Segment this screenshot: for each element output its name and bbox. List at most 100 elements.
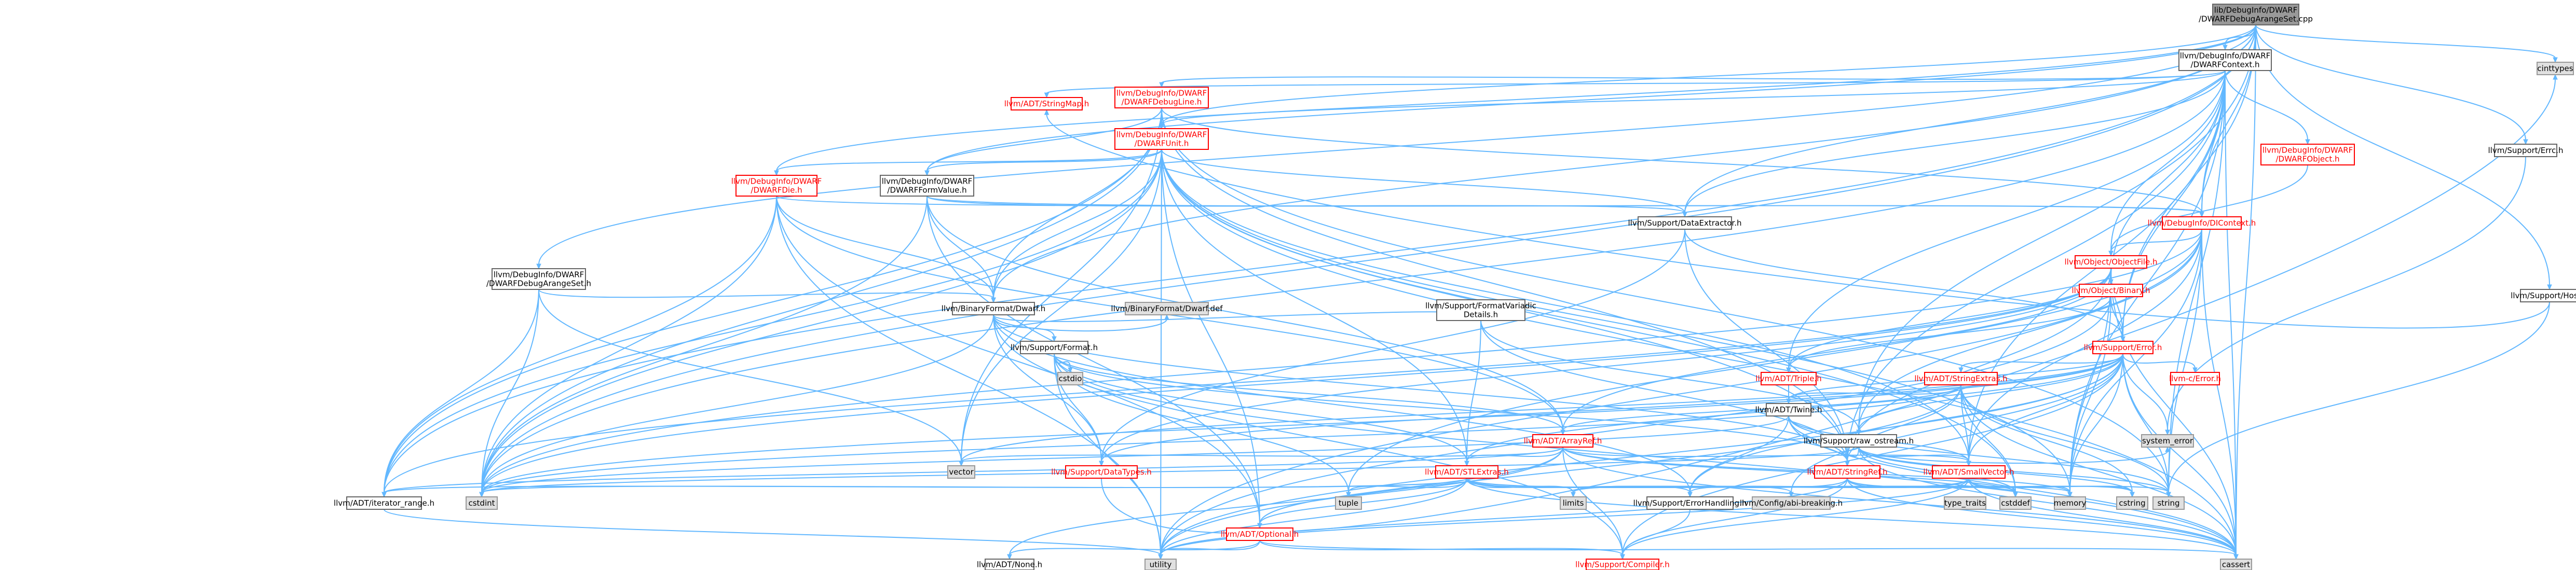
node-dicontext[interactable]: llvm/DebugInfo/DIContext.h	[2148, 216, 2256, 230]
edge-objectbinary-to-utility	[1160, 296, 2111, 555]
edge-dwarfdie-to-iteratorrange	[384, 196, 777, 493]
edge-dwarfcontext-to-dwarfobject	[2225, 70, 2308, 141]
node-cstddef: cstddef	[1999, 496, 2032, 510]
node-supporthost[interactable]: llvm/Support/Host.h	[2511, 289, 2576, 302]
node-stringmap[interactable]: llvm/ADT/StringMap.h	[1004, 97, 1089, 110]
edge-smallvector-to-utility	[1160, 478, 1969, 555]
node-label: cstring	[2119, 498, 2145, 508]
edge-dwarfunit-to-utility	[1160, 149, 1162, 555]
node-arangeseth[interactable]: llvm/DebugInfo/DWARF/DWARFDebugArangeSet…	[486, 268, 591, 290]
node-dataextractor[interactable]: llvm/Support/DataExtractor.h	[1628, 216, 1742, 230]
edge-root-to-supporterror	[2255, 24, 2526, 141]
node-none[interactable]: llvm/ADT/None.h	[977, 559, 1042, 570]
node-datatypes[interactable]: llvm/Support/DataTypes.h	[1051, 465, 1152, 479]
node-box	[2162, 216, 2242, 230]
edge-arrowhead	[1044, 92, 1050, 99]
node-label: /DWARFDebugArangeSet.h	[486, 279, 591, 288]
node-triple[interactable]: llvm/ADT/Triple.h	[1755, 372, 1822, 385]
edge-smallvector-to-cstring	[1968, 478, 2133, 493]
node-dwarfobject[interactable]: llvm/DebugInfo/DWARF/DWARFObject.h	[2260, 144, 2355, 165]
edge-arrowhead	[2233, 554, 2239, 560]
edge-arrowhead	[2165, 446, 2170, 452]
node-rawostream[interactable]: llvm/Support/raw_ostream.h	[1804, 434, 1914, 448]
edge-supportformat-to-arrayref	[1054, 353, 1563, 431]
edge-supporterror2-to-systemerror	[2122, 353, 2168, 431]
node-objectfile[interactable]: llvm/Object/ObjectFile.h	[2064, 255, 2158, 269]
node-label: llvm/Support/DataTypes.h	[1051, 467, 1152, 477]
node-supportformat[interactable]: llvm/Support/Format.h	[1011, 341, 1098, 354]
node-root[interactable]: lib/DebugInfo/DWARF/DWARFDebugArangeSet.…	[2199, 4, 2313, 25]
edge-arrayref-to-stlextras	[1466, 447, 1563, 462]
edge-arrowhead	[2165, 429, 2170, 436]
edge-arrowhead	[1682, 212, 1687, 218]
edge-twine-to-errorhandling	[1689, 415, 1789, 493]
node-label: cassert	[2222, 560, 2250, 569]
edge-dwarfunit-to-vector	[961, 149, 1162, 462]
node-typetraits: type_traits	[1944, 496, 1986, 510]
edge-dwarfdebugline-to-string	[1161, 107, 2169, 493]
edge-rawostream-to-string	[1858, 447, 2169, 493]
node-label: cstdio	[1059, 374, 1082, 383]
node-box	[1065, 465, 1138, 479]
node-label: llvm/Support/Compiler.h	[1575, 560, 1670, 569]
edge-supporthost-to-string	[2168, 301, 2550, 493]
edge-dwarfdebugline-to-dicontext	[1161, 107, 2202, 213]
node-cerror[interactable]: llvm-c/Error.h	[2169, 372, 2221, 385]
edge-arrowhead	[2192, 367, 2198, 373]
node-twine[interactable]: llvm/ADT/Twine.h	[1755, 403, 1822, 416]
node-stringextras[interactable]: llvm/ADT/StringExtras.h	[1914, 372, 2008, 385]
node-stringref[interactable]: llvm/ADT/StringRef.h	[1807, 465, 1888, 479]
edge-supporterror2-to-string	[2122, 353, 2169, 493]
node-errorhandling[interactable]: llvm/Support/ErrorHandling.h	[1633, 496, 1747, 510]
node-label: llvm/ADT/StringRef.h	[1807, 467, 1887, 477]
graph-nodes: lib/DebugInfo/DWARF/DWARFDebugArangeSet.…	[334, 4, 2576, 570]
node-box	[2520, 289, 2576, 302]
edge-supportformat-to-stringref	[1054, 353, 1848, 462]
node-dwarfformvalue[interactable]: llvm/DebugInfo/DWARF/DWARFFormValue.h	[880, 175, 974, 197]
edge-supporterror2-to-abibreaking	[1791, 353, 2123, 493]
edge-dwarfformvalue-to-arrayref	[926, 196, 1563, 431]
node-optional[interactable]: llvm/ADT/Optional.h	[1221, 527, 1299, 541]
edge-stringref-to-utility	[1160, 478, 1848, 555]
edge-arrowhead	[2553, 57, 2558, 63]
edge-dwarfdebugline-to-vector	[961, 107, 1162, 462]
node-label: llvm/Object/ObjectFile.h	[2064, 257, 2157, 267]
edge-supporterror2-to-cstdint	[481, 353, 2123, 493]
edge-arrowhead	[2199, 212, 2204, 218]
edge-arrowhead	[1786, 398, 1791, 405]
node-dwarfcontext[interactable]: llvm/DebugInfo/DWARF/DWARFContext.h	[2178, 49, 2272, 71]
node-box	[466, 496, 498, 510]
node-box	[1011, 97, 1083, 110]
node-label: llvm/ADT/Optional.h	[1221, 530, 1299, 539]
node-label: llvm/ADT/SmallVector.h	[1923, 467, 2014, 477]
node-arrayref[interactable]: llvm/ADT/ArrayRef.h	[1524, 434, 1602, 448]
node-smallvector[interactable]: llvm/ADT/SmallVector.h	[1923, 465, 2014, 479]
node-iteratorrange[interactable]: llvm/ADT/iterator_range.h	[334, 496, 434, 510]
edge-arrayref-to-cassert	[1562, 447, 2237, 555]
edge-dwarfunit-to-dwarfdie	[776, 149, 1162, 172]
edge-dwarfcontext-to-dwarfunit	[1161, 70, 2226, 125]
node-dwarfdebugline[interactable]: llvm/DebugInfo/DWARF/DWARFDebugLine.h	[1114, 87, 1209, 108]
edge-dwarfcontext-to-stringref	[1847, 70, 2226, 462]
node-label: llvm/BinaryFormat/Dwarf.h	[942, 304, 1046, 313]
node-stlextras[interactable]: llvm/ADT/STLExtras.h	[1425, 465, 1509, 479]
node-dwarfunit[interactable]: llvm/DebugInfo/DWARF/DWARFUnit.h	[1114, 128, 1209, 150]
node-label: cinttypes	[2537, 64, 2573, 73]
node-box	[1532, 434, 1593, 448]
edge-supporterror2-to-cassert	[2122, 353, 2237, 555]
edge-dwarfdie-to-cstdint	[481, 196, 777, 493]
node-compiler[interactable]: llvm/Support/Compiler.h	[1575, 559, 1670, 570]
node-dwarfh[interactable]: llvm/BinaryFormat/Dwarf.h	[942, 302, 1046, 315]
node-dwarfdie[interactable]: llvm/DebugInfo/DWARF/DWARFDie.h	[731, 175, 822, 197]
edge-dataextractor-to-datatypes	[1101, 229, 1685, 462]
node-label: /DWARFUnit.h	[1135, 139, 1189, 148]
edge-dicontext-to-tuple	[1348, 229, 2202, 493]
node-label: string	[2157, 498, 2179, 508]
node-supporterror[interactable]: llvm/Support/Errc.h	[2488, 144, 2564, 157]
edge-objectfile-to-cstdint	[481, 268, 2111, 493]
node-box	[1752, 496, 1831, 510]
node-supporterror2[interactable]: llvm/Support/Error.h	[2084, 341, 2162, 354]
node-objectbinary[interactable]: llvm/Object/Binary.h	[2071, 284, 2150, 297]
node-label: llvm/Support/DataExtractor.h	[1628, 218, 1741, 228]
